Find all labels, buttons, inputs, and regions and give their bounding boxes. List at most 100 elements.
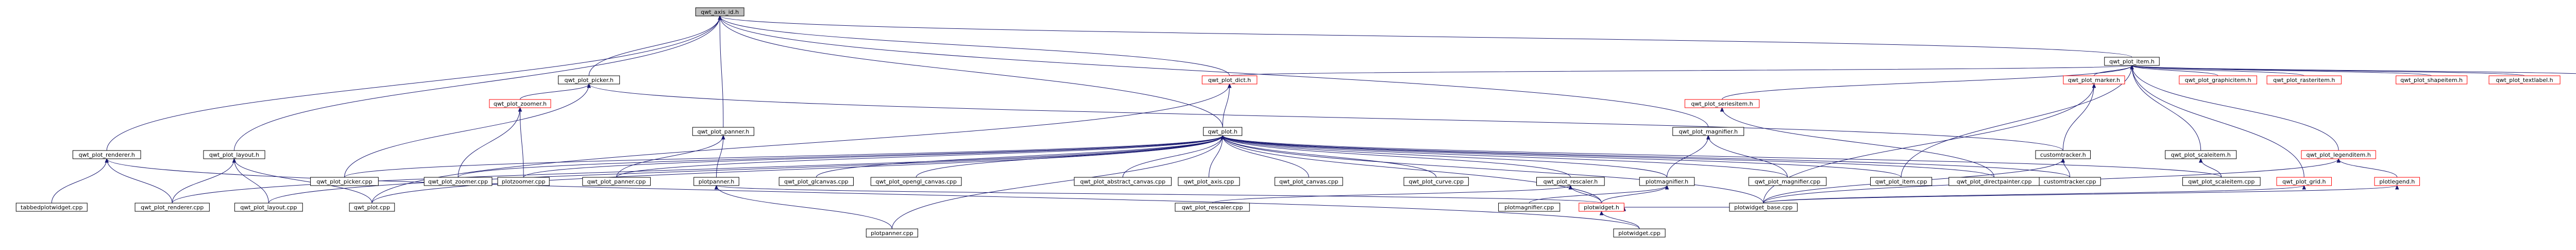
file-node-plotpanner-cpp[interactable]: plotpanner.cpp: [866, 228, 919, 238]
edge-line: [519, 84, 589, 100]
edge-line: [234, 15, 720, 151]
file-node-qwt-plot-abstract-canvas-cpp[interactable]: qwt_plot_abstract_canvas.cpp: [1074, 177, 1172, 186]
file-node-qwt-plot-marker-h[interactable]: qwt_plot_marker.h: [2063, 75, 2125, 85]
edge-line: [716, 185, 892, 229]
edge-qwt-axis-id-h-to-qwt-plot-layout-h: [234, 15, 722, 151]
edge-qwt-plot-grid-h-to-plotwidget-base-cpp: [1763, 185, 2307, 204]
file-node-qwt-plot-picker-cpp[interactable]: qwt_plot_picker.cpp: [310, 177, 379, 186]
node-box: [1672, 127, 1744, 136]
edge-qwt-plot-h-to-qwt-plot-layout-cpp: [268, 135, 1225, 204]
file-node-qwt-plot-h[interactable]: qwt_plot.h: [1203, 127, 1243, 136]
edge-line: [344, 84, 589, 178]
node-box: [1274, 177, 1343, 186]
file-node-qwt-plot-magnifier-cpp[interactable]: qwt_plot_magnifier.cpp: [1748, 177, 1827, 186]
file-node-qwt-plot-renderer-cpp[interactable]: qwt_plot_renderer.cpp: [134, 203, 210, 212]
node-box: [2182, 177, 2261, 186]
file-node-qwt-plot-layout-cpp[interactable]: qwt_plot_layout.cpp: [234, 203, 303, 212]
edge-line: [2338, 158, 2398, 178]
file-node-qwt-plot-seriesitem-h[interactable]: qwt_plot_seriesitem.h: [1684, 99, 1760, 108]
file-node-qwt-plot-directpainter-cpp[interactable]: qwt_plot_directpainter.cpp: [1948, 177, 2040, 186]
edge-line: [1222, 135, 1309, 178]
file-node-qwt-plot-shapeitem-h[interactable]: qwt_plot_shapeitem.h: [2396, 75, 2468, 85]
file-node-qwt-plot-axis-cpp[interactable]: qwt_plot_axis.cpp: [1178, 177, 1240, 186]
file-node-qwt-plot-scaleitem-h[interactable]: qwt_plot_scaleitem.h: [2165, 150, 2237, 159]
file-node-qwt-plot-magnifier-h[interactable]: qwt_plot_magnifier.h: [1672, 127, 1744, 136]
file-node-customtracker-h[interactable]: customtracker.h: [2035, 150, 2091, 159]
file-node-qwt-plot-opengl-canvas-cpp[interactable]: qwt_plot_opengl_canvas.cpp: [870, 177, 962, 186]
edge-line: [2131, 65, 2201, 151]
edge-line: [1222, 135, 1995, 178]
file-node-qwt-plot-legenditem-h[interactable]: qwt_plot_legenditem.h: [2301, 150, 2376, 159]
file-node-qwt-plot-picker-h[interactable]: qwt_plot_picker.h: [558, 75, 620, 85]
file-node-qwt-plot-scaleitem-cpp[interactable]: qwt_plot_scaleitem.cpp: [2182, 177, 2261, 186]
file-node-plotwidget-h[interactable]: plotwidget.h: [1579, 203, 1624, 212]
edge-arrowhead: [1599, 210, 1604, 215]
node-label: qwt_plot_renderer.h: [79, 152, 135, 158]
file-node-plotlegend-h[interactable]: plotlegend.h: [2374, 177, 2420, 186]
file-node-plotwidget-cpp[interactable]: plotwidget.cpp: [1613, 228, 1666, 238]
node-label: qwt_plot_item.h: [2109, 58, 2155, 65]
file-node-plotwidget-base-cpp[interactable]: plotwidget_base.cpp: [1729, 203, 1798, 212]
edge-line: [719, 15, 1223, 128]
edge-line: [519, 107, 524, 178]
edge-qwt-plot-renderer-h-to-tabbedplotwidget-cpp: [51, 158, 109, 204]
file-node-tabbedplotwidget-cpp[interactable]: tabbedplotwidget.cpp: [15, 203, 88, 212]
file-node-qwt-plot-graphicitem-h[interactable]: qwt_plot_graphicitem.h: [2179, 75, 2257, 85]
file-node-qwt-plot-item-h[interactable]: qwt_plot_item.h: [2104, 57, 2160, 66]
edge-qwt-plot-rescaler-h-to-qwt-plot-rescaler-cpp: [1212, 185, 1573, 204]
file-node-qwt-plot-panner-cpp[interactable]: qwt_plot_panner.cpp: [582, 177, 651, 186]
file-node-qwt-plot-textlabel-h[interactable]: qwt_plot_textlabel.h: [2488, 75, 2561, 85]
edge-qwt-plot-h-to-qwt-plot-zoomer-cpp: [457, 135, 1225, 178]
edge-line: [1601, 185, 1668, 204]
node-box: [1639, 177, 1695, 186]
node-label: plotwidget.cpp: [1618, 230, 1660, 237]
file-node-qwt-plot-curve-cpp[interactable]: qwt_plot_curve.cpp: [1403, 177, 1469, 186]
file-node-qwt-plot-grid-h[interactable]: qwt_plot_grid.h: [2276, 177, 2332, 186]
edge-plotpanner-h-to-plotwidget-h: [714, 185, 1602, 204]
node-label: qwt_plot_seriesitem.h: [1691, 101, 1753, 107]
node-label: qwt_plot_layout.h: [209, 152, 259, 158]
file-node-plotmagnifier-h[interactable]: plotmagnifier.h: [1639, 177, 1695, 186]
edge-line: [268, 135, 1223, 204]
file-node-qwt-plot-layout-h[interactable]: qwt_plot_layout.h: [203, 150, 265, 159]
file-node-qwt-plot-zoomer-h[interactable]: qwt_plot_zoomer.h: [489, 99, 551, 108]
edge-line: [916, 135, 1223, 178]
edge-qwt-plot-layout-h-to-qwt-plot-cpp: [232, 158, 372, 204]
node-label: qwt_plot_scaleitem.cpp: [2188, 178, 2255, 185]
file-node-qwt-plot-canvas-cpp[interactable]: qwt_plot_canvas.cpp: [1274, 177, 1343, 186]
node-label: qwt_plot_abstract_canvas.cpp: [1080, 178, 1166, 185]
file-node-qwt-plot-cpp[interactable]: qwt_plot.cpp: [349, 203, 395, 212]
file-node-customtracker-cpp[interactable]: customtracker.cpp: [2039, 177, 2101, 186]
node-label: qwt_plot_legenditem.h: [2306, 152, 2370, 158]
node-box: [1870, 177, 1933, 186]
file-node-qwt-plot-rasteritem-h[interactable]: qwt_plot_rasteritem.h: [2266, 75, 2342, 85]
node-box: [2035, 150, 2091, 159]
node-box: [1203, 127, 1243, 136]
file-node-qwt-plot-zoomer-cpp[interactable]: qwt_plot_zoomer.cpp: [423, 177, 493, 186]
edge-line: [1529, 185, 1668, 204]
node-label: qwt_plot_marker.h: [2068, 77, 2120, 84]
file-node-qwt-plot-glcanvas-cpp[interactable]: qwt_plot_glcanvas.cpp: [778, 177, 854, 186]
edge-line: [1222, 135, 1788, 178]
file-node-plotmagnifier-cpp[interactable]: plotmagnifier.cpp: [1498, 203, 1561, 212]
edge-line: [523, 135, 1223, 178]
node-label: qwt_plot_curve.cpp: [1409, 178, 1464, 185]
edge-qwt-plot-renderer-h-to-plotwidget-cpp: [105, 158, 1640, 229]
file-node-plotzoomer-cpp[interactable]: plotzoomer.cpp: [497, 177, 550, 186]
file-node-qwt-plot-rescaler-cpp[interactable]: qwt_plot_rescaler.cpp: [1175, 203, 1250, 212]
node-box: [1684, 99, 1760, 108]
edge-line: [1222, 135, 1571, 178]
edge-qwt-plot-magnifier-h-to-plotmagnifier-h: [1667, 135, 1710, 178]
node-box: [1613, 228, 1666, 238]
file-node-qwt-plot-dict-h[interactable]: qwt_plot_dict.h: [1201, 75, 1258, 85]
node-label: qwt_plot_picker.cpp: [316, 178, 372, 185]
file-node-qwt-axis-id-h[interactable]: qwt_axis_id.h: [695, 7, 744, 16]
file-node-qwt-plot-item-cpp[interactable]: qwt_plot_item.cpp: [1870, 177, 1933, 186]
file-node-qwt-plot-renderer-h[interactable]: qwt_plot_renderer.h: [72, 150, 141, 159]
file-node-qwt-plot-rescaler-h[interactable]: qwt_plot_rescaler.h: [1536, 177, 1605, 186]
file-node-plotpanner-h[interactable]: plotpanner.h: [693, 177, 739, 186]
node-box: [497, 177, 550, 186]
edge-qwt-axis-id-h-to-qwt-plot-picker-h: [588, 15, 722, 76]
file-node-qwt-plot-panner-h[interactable]: qwt_plot_panner.h: [692, 127, 754, 136]
